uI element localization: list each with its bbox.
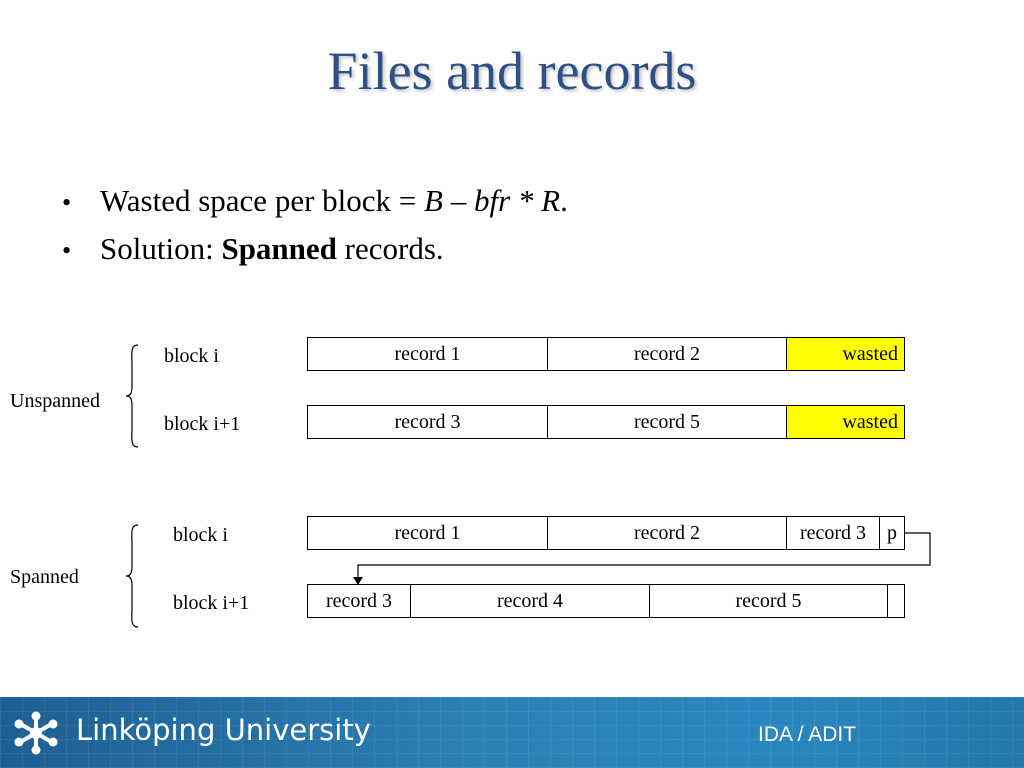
empty-cell — [888, 585, 904, 617]
unspanned-row-label: block i+1 — [164, 413, 241, 435]
record-cell: record 5 — [548, 406, 787, 438]
unspanned-block-i: record 1 record 2 wasted — [307, 337, 905, 371]
wasted-cell: wasted — [787, 338, 904, 370]
university-name: Linköping University — [76, 713, 371, 747]
liu-logo-icon — [14, 711, 58, 755]
spanned-row-label: block i — [173, 524, 228, 546]
record-cell: record 3 — [787, 517, 880, 549]
record-cell: record 1 — [308, 338, 548, 370]
department-label: IDA / ADIT — [758, 723, 857, 746]
footer-bar: Linköping University IDA / ADIT — [0, 697, 1024, 768]
bullet-text: Solution: Spanned records. — [100, 231, 444, 267]
bullet-item: • Solution: Spanned records. — [62, 231, 568, 279]
bullet-prefix: Solution: — [100, 231, 222, 266]
spanned-block-i-plus-1: record 3 record 4 record 5 — [307, 584, 905, 618]
slide-title: Files and records — [327, 41, 697, 101]
spanned-row-label: block i+1 — [173, 592, 250, 614]
formula-r: R — [541, 183, 561, 218]
spanned-brace-icon — [125, 524, 139, 628]
record-cell: record 4 — [411, 585, 650, 617]
bullet-suffix: . — [560, 183, 568, 218]
bullet-prefix: Wasted space per block = — [100, 183, 425, 218]
bullet-item: • Wasted space per block = B – bfr * R. — [62, 183, 568, 231]
bullet-bold: Spanned — [221, 231, 337, 266]
pointer-arrow-icon — [353, 532, 931, 585]
unspanned-block-i-plus-1: record 3 record 5 wasted — [307, 405, 905, 439]
record-cell: record 1 — [308, 517, 548, 549]
bullet-list: • Wasted space per block = B – bfr * R. … — [62, 183, 568, 279]
unspanned-label: Unspanned — [10, 390, 100, 412]
footer-texture — [0, 697, 1024, 768]
unspanned-row-label: block i — [164, 345, 219, 367]
formula-star: * — [510, 183, 542, 218]
bullet-dot-icon: • — [62, 236, 72, 265]
spanned-block-i: record 1 record 2 record 3 p — [307, 516, 905, 550]
bullet-text: Wasted space per block = B – bfr * R. — [100, 183, 568, 219]
bullet-dot-icon: • — [62, 188, 72, 217]
bullet-suffix: records. — [336, 231, 444, 266]
spanned-label: Spanned — [10, 566, 79, 588]
record-cell: record 3 — [308, 585, 411, 617]
formula-dash: – — [442, 183, 474, 218]
record-cell: record 5 — [650, 585, 888, 617]
record-cell: record 2 — [548, 338, 787, 370]
formula-b: B — [424, 183, 443, 218]
unspanned-brace-icon — [125, 344, 139, 448]
record-cell: record 2 — [548, 517, 787, 549]
wasted-cell: wasted — [787, 406, 904, 438]
formula-bfr: bfr — [473, 183, 511, 218]
pointer-cell: p — [887, 521, 897, 544]
record-cell: record 3 — [308, 406, 548, 438]
